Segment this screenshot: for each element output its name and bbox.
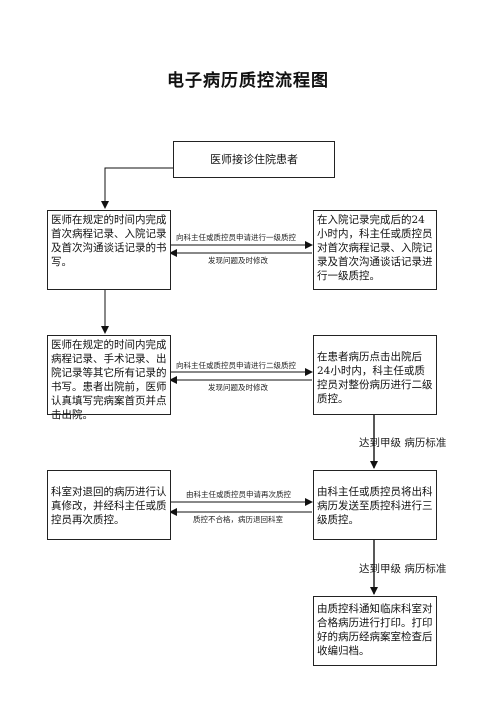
- node-left1-text: 医师在规定的时间内完成首次病程记录、入院记录及首次沟通谈话记录的书写。: [51, 214, 167, 268]
- edge-label-row2-forward: 向科主任或质控员申请进行二级质控: [176, 361, 296, 370]
- node-left2-text: 医师在规定的时间内完成病程记录、手术记录、出院记录等其它所有记录的书写。患者出院…: [51, 339, 167, 421]
- node-left2: 医师在规定的时间内完成病程记录、手术记录、出院记录等其它所有记录的书写。患者出院…: [47, 335, 171, 421]
- edge-label-row3-back: 质控不合格，病历退回科室: [193, 515, 283, 524]
- node-end: 由质控科通知临床科室对合格病历进行打印。打印好的病历经病案室检查后收编归档。: [313, 596, 437, 666]
- edge-label-row2-back: 发现问题及时修改: [208, 383, 268, 392]
- node-left1: 医师在规定的时间内完成首次病程记录、入院记录及首次沟通谈话记录的书写。: [47, 210, 171, 290]
- edge-label-vertical-2: 达到甲级 病历标准: [359, 563, 447, 575]
- node-right1-text: 在入院记录完成后的24小时内，科主任或质控员对首次病程记录、入院记录及首次沟通谈…: [317, 214, 433, 282]
- edge-label-row3-forward: 由科主任或质控员申请再次质控: [186, 490, 291, 499]
- edge-label-row1-forward: 向科主任或质控员申请进行一级质控: [176, 233, 296, 242]
- node-right3-text: 由科主任或质控员将出科病历发送至质控科进行三级质控。: [317, 486, 433, 526]
- node-right2: 在患者病历点击出院后24小时内，科主任或质控员对整份病历进行二级质控。: [313, 335, 437, 415]
- node-right1: 在入院记录完成后的24小时内，科主任或质控员对首次病程记录、入院记录及首次沟通谈…: [313, 210, 437, 290]
- node-right3: 由科主任或质控员将出科病历发送至质控科进行三级质控。: [313, 470, 437, 540]
- node-left3-text: 科室对退回的病历进行认真修改，并经科主任或质控员再次质控。: [51, 486, 167, 526]
- connector-start-to-left1: [101, 167, 173, 209]
- node-left3: 科室对退回的病历进行认真修改，并经科主任或质控员再次质控。: [47, 470, 171, 540]
- node-end-text: 由质控科通知临床科室对合格病历进行打印。打印好的病历经病案室检查后收编归档。: [317, 603, 433, 657]
- edge-label-vertical-1: 达到甲级 病历标准: [359, 437, 447, 449]
- node-right2-text: 在患者病历点击出院后24小时内，科主任或质控员对整份病历进行二级质控。: [317, 351, 433, 405]
- node-start-text: 医师接诊住院患者: [210, 152, 298, 166]
- page-title: 电子病历质控流程图: [167, 71, 329, 91]
- node-start: 医师接诊住院患者: [173, 141, 335, 178]
- edge-label-row1-back: 发现问题及时修改: [208, 256, 268, 265]
